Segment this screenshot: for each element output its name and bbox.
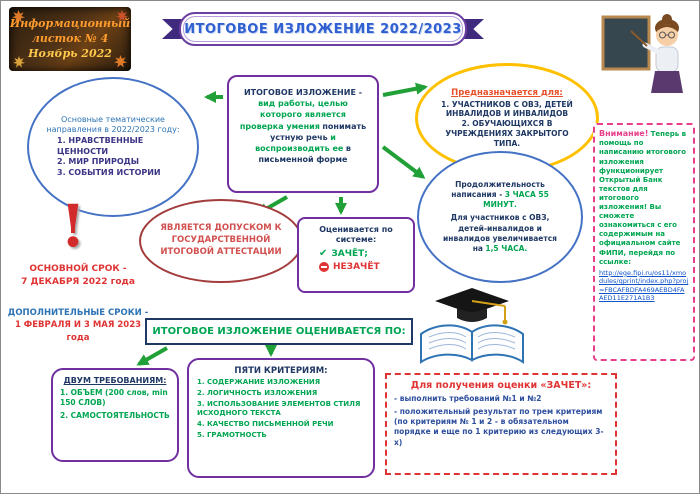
requirement-item: 2. САМОСТОЯТЕЛЬНОСТЬ xyxy=(60,410,170,420)
definition-text: в письменной форме xyxy=(258,143,351,165)
info-sheet-line3: Ноябрь 2022 xyxy=(28,46,112,60)
duration-label: Продолжительность написания - xyxy=(451,180,545,200)
pass-rule-item: - выполнить требований №1 и №2 xyxy=(394,394,542,403)
info-sheet-line2: листок № 4 xyxy=(31,32,109,46)
definition-text: и воспроизводить ее xyxy=(255,132,344,153)
pointer-stick-icon xyxy=(630,30,648,47)
criteria-title: ПЯТИ КРИТЕРИЯМ: xyxy=(234,366,328,376)
definition-text: вид работы, целью которого является пров… xyxy=(239,99,348,131)
additional-deadlines-dates: 1 ФЕВРАЛЯ И 3 МАЯ 2023 года xyxy=(14,320,142,343)
exclamation-icon: ! xyxy=(60,192,86,260)
evaluation-header-box: ИТОГОВОЕ ИЗЛОЖЕНИЕ ОЦЕНИВАЕТСЯ ПО: xyxy=(145,318,413,345)
open-book-icon xyxy=(420,324,473,364)
audience-ellipse: Предназначается для: 1. УЧАСТНИКОВ С ОВЗ… xyxy=(415,63,599,173)
maple-leaf-icon xyxy=(12,10,25,23)
blackboard-icon xyxy=(601,15,651,71)
grading-box: Оценивается по системе: ✔ ЗАЧЁТ; НЕЗАЧЁТ xyxy=(297,217,415,293)
maple-leaf-icon xyxy=(116,10,128,22)
grade-pass-row: ✔ ЗАЧЁТ; xyxy=(303,247,409,259)
audience-item: 2. ОБУЧАЮЩИХСЯ В УЧРЕЖДЕНИЯХ ЗАКРЫТОГО Т… xyxy=(445,119,569,148)
topics-intro: Основные тематические направления в 2022… xyxy=(46,115,180,135)
teacher-illustration xyxy=(601,14,683,93)
duration-extra-time: 1,5 ЧАСА. xyxy=(485,243,528,253)
check-icon: ✔ xyxy=(319,247,328,259)
tassel-icon xyxy=(502,319,508,325)
maple-leaf-icon xyxy=(13,56,25,68)
grading-title: Оценивается по системе: xyxy=(319,225,393,245)
definition-term: ИТОГОВОЕ ИЗЛОЖЕНИЕ - xyxy=(243,88,363,97)
fipi-notice-box: Внимание! Теперь в помощь по написанию и… xyxy=(593,123,695,361)
duration-ellipse: Продолжительность написания - 3 ЧАСА 55 … xyxy=(417,151,583,283)
main-deadline-label: ОСНОВНОЙ СРОК - xyxy=(29,264,127,274)
criteria-item: 2. ЛОГИЧНОСТЬ ИЗЛОЖЕНИЯ xyxy=(197,389,318,398)
info-sheet-banner: Информационный листок № 4 Ноябрь 2022 xyxy=(9,7,131,71)
topics-ellipse: Основные тематические направления в 2022… xyxy=(27,77,199,217)
grade-fail-label: НЕЗАЧЁТ xyxy=(333,261,380,272)
criteria-box: ПЯТИ КРИТЕРИЯМ: 1. СОДЕРЖАНИЕ ИЗЛОЖЕНИЯ … xyxy=(187,358,375,478)
pass-rules-box: Для получения оценки «ЗАЧЕТ»: - выполнит… xyxy=(385,373,617,475)
definition-box: ИТОГОВОЕ ИЗЛОЖЕНИЕ - вид работы, целью к… xyxy=(227,75,379,193)
audience-item: 1. УЧАСТНИКОВ С ОВЗ, ДЕТЕЙ ИНВАЛИДОВ И И… xyxy=(441,99,573,119)
maple-leaf-icon xyxy=(114,55,127,68)
info-sheet-line1: Информационный xyxy=(9,17,131,31)
title-ribbon: ИТОГОВОЕ ИЗЛОЖЕНИЕ 2022/2023 xyxy=(162,12,484,46)
duration-time: 3 ЧАСА 55 МИНУТ. xyxy=(483,190,549,210)
duration-extra: Для участников с ОВЗ, детей-инвалидов и … xyxy=(443,213,557,253)
additional-deadlines: ДОПОЛНИТЕЛЬНЫЕ СРОКИ - 1 ФЕВРАЛЯ И 3 МАЯ… xyxy=(7,307,149,344)
criteria-item: 1. СОДЕРЖАНИЕ ИЗЛОЖЕНИЯ xyxy=(197,378,321,386)
fipi-link[interactable]: http://ege.fipi.ru/os11/xmodules/qprint/… xyxy=(599,268,689,303)
audience-title: Предназначается для: xyxy=(451,87,563,98)
topic-item: 3. СОБЫТИЯ ИСТОРИИ xyxy=(57,168,161,178)
criteria-item: 4. КАЧЕСТВО ПИСЬМЕННОЙ РЕЧИ xyxy=(197,420,334,429)
definition-text: понимать устную речь xyxy=(270,121,367,142)
admission-ellipse: ЯВЛЯЕТСЯ ДОПУСКОМ К ГОСУДАРСТВЕННОЙ ИТОГ… xyxy=(139,199,303,283)
pass-rule-item: - положительный результат по трем критер… xyxy=(394,407,604,447)
grade-pass-label: ЗАЧЁТ; xyxy=(331,248,368,259)
topic-item: 2. МИР ПРИРОДЫ xyxy=(57,157,140,167)
title-banner: ИТОГОВОЕ ИЗЛОЖЕНИЕ 2022/2023 xyxy=(179,12,467,46)
additional-deadlines-label: ДОПОЛНИТЕЛЬНЫЕ СРОКИ - xyxy=(7,308,149,318)
topic-item: 1. НРАВСТВЕННЫЕ ЦЕННОСТИ xyxy=(57,135,144,156)
no-entry-icon xyxy=(319,261,329,272)
notice-body: Теперь в помощь по написанию итогового и… xyxy=(599,130,687,266)
pass-rules-title: Для получения оценки «ЗАЧЕТ»: xyxy=(410,380,592,391)
criteria-item: 3. ИСПОЛЬЗОВАНИЕ ЭЛЕМЕНТОВ СТИЛЯ ИСХОДНО… xyxy=(197,400,361,418)
requirements-box: ДВУМ ТРЕБОВАНИЯМ: 1. ОБЪЕМ (200 слов, mi… xyxy=(51,368,179,462)
graduation-book-illustration xyxy=(420,288,524,364)
requirements-title: ДВУМ ТРЕБОВАНИЯМ: xyxy=(63,376,167,385)
main-deadline-date: 7 ДЕКАБРЯ 2022 года xyxy=(21,277,135,288)
notice-title: Внимание! xyxy=(599,129,649,138)
page-title: ИТОГОВОЕ ИЗЛОЖЕНИЕ 2022/2023 xyxy=(184,21,462,37)
main-deadline: ОСНОВНОЙ СРОК - 7 ДЕКАБРЯ 2022 года xyxy=(9,263,147,289)
evaluation-header-text: ИТОГОВОЕ ИЗЛОЖЕНИЕ ОЦЕНИВАЕТСЯ ПО: xyxy=(152,326,406,337)
grade-fail-row: НЕЗАЧЁТ xyxy=(303,261,409,272)
criteria-item: 5. ГРАМОТНОСТЬ xyxy=(197,431,267,440)
admission-text: ЯВЛЯЕТСЯ ДОПУСКОМ К ГОСУДАРСТВЕННОЙ ИТОГ… xyxy=(160,223,282,257)
requirement-item: 1. ОБЪЕМ (200 слов, min 150 СЛОВ) xyxy=(60,388,168,407)
